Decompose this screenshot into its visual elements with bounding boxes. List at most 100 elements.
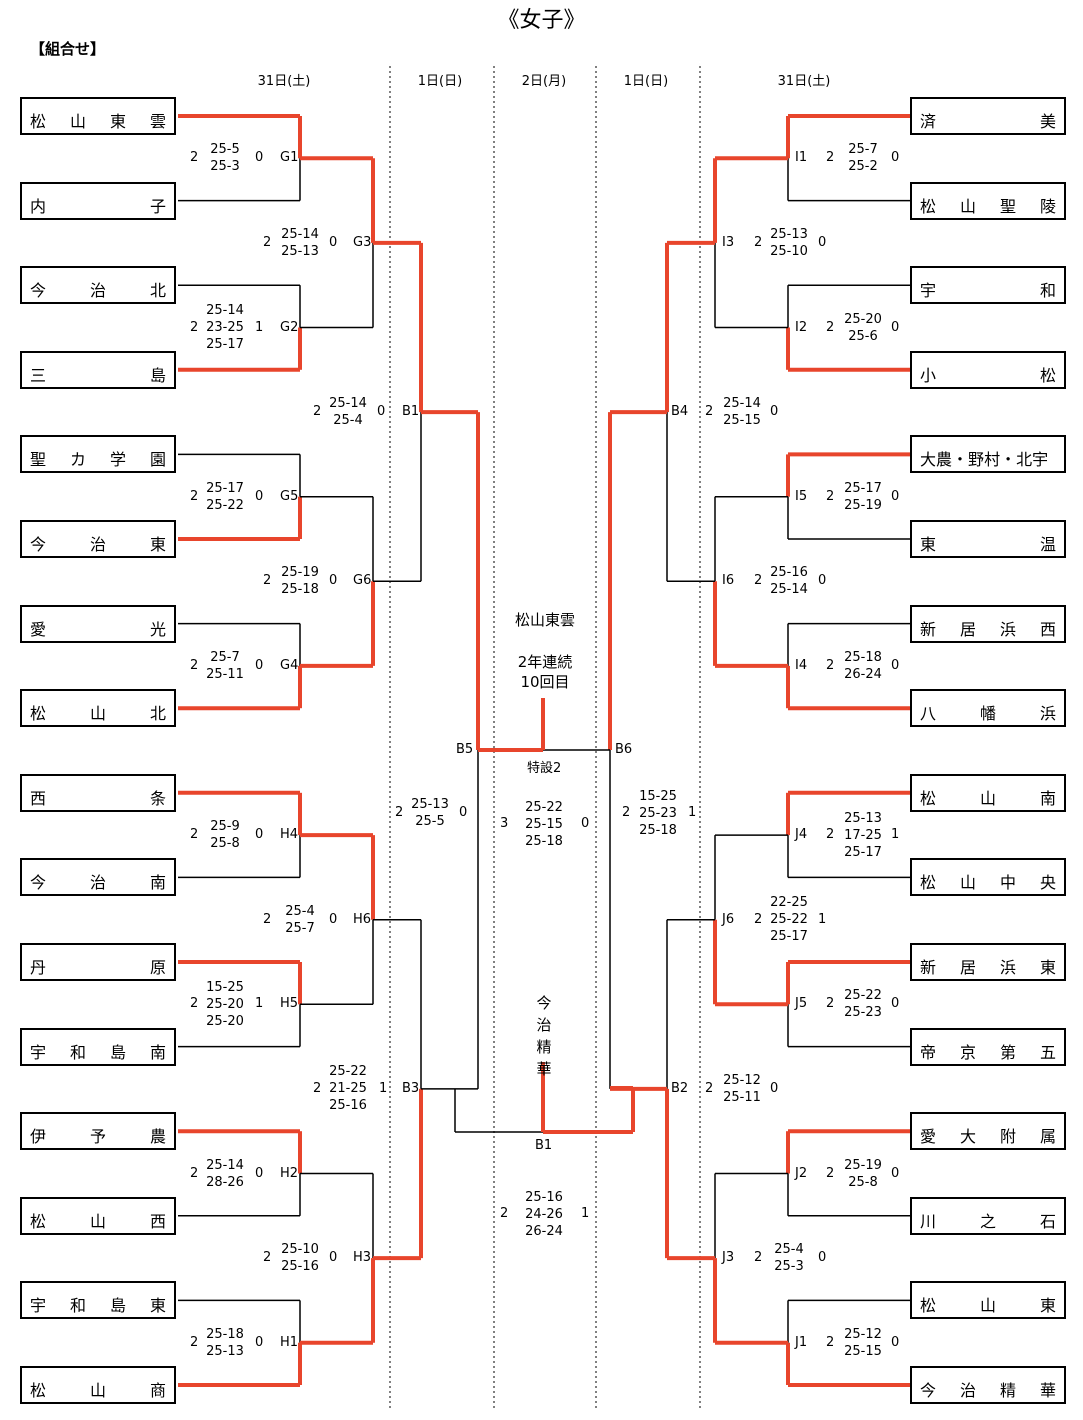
score-B6-winner-sets: 2 bbox=[622, 805, 631, 820]
team-name: 松山西 bbox=[30, 1211, 166, 1231]
score-J1-winner-sets: 2 bbox=[826, 1334, 835, 1350]
score-H1-loser-sets: 0 bbox=[255, 1334, 264, 1350]
team-name: 松山北 bbox=[30, 704, 166, 724]
runner-up-label: 今治精華 bbox=[536, 994, 552, 1078]
score-J1-loser-sets: 0 bbox=[891, 1334, 900, 1350]
score-H2-winner-sets: 2 bbox=[190, 1165, 199, 1181]
team-name: 伊予農 bbox=[30, 1127, 166, 1147]
score-J2-winner-sets: 2 bbox=[826, 1165, 835, 1181]
score-J6-winner-sets: 2 bbox=[754, 911, 763, 927]
section-label: 【組合せ】 bbox=[30, 40, 106, 58]
team-name: 今治南 bbox=[30, 873, 166, 893]
score-B1-left-winner-sets: 2 bbox=[313, 404, 322, 420]
match-code-H4: H4 bbox=[280, 827, 299, 843]
team-name: 小松 bbox=[920, 365, 1056, 385]
team-name: 三島 bbox=[30, 365, 166, 385]
team-right-16: 今治精華 bbox=[910, 1366, 1066, 1404]
match-code-H2: H2 bbox=[280, 1165, 299, 1181]
score-H4-loser-sets: 0 bbox=[255, 827, 264, 843]
score-B4-loser-sets: 0 bbox=[770, 404, 779, 420]
score-G2-winner-sets: 2 bbox=[190, 319, 199, 335]
team-left-11: 丹原 bbox=[20, 943, 176, 981]
team-name: 内子 bbox=[30, 196, 166, 216]
score-G3-loser-sets: 0 bbox=[329, 234, 338, 250]
team-right-4: 小松 bbox=[910, 350, 1066, 389]
team-name: 松山南 bbox=[920, 788, 1056, 808]
score-I5-winner-sets: 2 bbox=[826, 488, 835, 504]
day-header-left-1: 1日(日) bbox=[417, 74, 463, 89]
page-title: 《女子》 bbox=[497, 8, 586, 33]
match-code-B5: B5 bbox=[456, 742, 474, 757]
team-left-6: 今治東 bbox=[20, 520, 176, 558]
team-right-12: 帝京第五 bbox=[910, 1027, 1066, 1066]
score-I3-winner-sets: 2 bbox=[754, 234, 763, 250]
match-code-G1: G1 bbox=[280, 150, 299, 166]
team-name: 帝京第五 bbox=[920, 1042, 1056, 1062]
team-name: 八幡浜 bbox=[920, 704, 1056, 724]
match-code-J2: J2 bbox=[795, 1165, 808, 1181]
score-H5-loser-sets: 1 bbox=[255, 996, 264, 1012]
score-third-winner-sets: 2 bbox=[500, 1206, 509, 1221]
team-right-6: 東温 bbox=[910, 520, 1066, 558]
score-H2-loser-sets: 0 bbox=[255, 1165, 264, 1181]
team-name: 大農・野村・北宇 bbox=[920, 450, 1049, 470]
score-B2-winner-sets: 2 bbox=[705, 1080, 714, 1096]
team-left-16: 松山商 bbox=[20, 1366, 176, 1404]
match-code-H1: H1 bbox=[280, 1334, 299, 1350]
match-code-B4: B4 bbox=[671, 404, 689, 420]
match-code-G2: G2 bbox=[280, 319, 299, 335]
team-right-3: 宇和 bbox=[910, 266, 1066, 305]
score-G6-loser-sets: 0 bbox=[329, 573, 338, 589]
score-I6-loser-sets: 0 bbox=[818, 573, 827, 589]
score-G2-loser-sets: 1 bbox=[255, 319, 264, 335]
team-name: 松山東 bbox=[920, 1296, 1056, 1316]
day-header-left-31: 31日(土) bbox=[257, 74, 311, 89]
score-final-winner-sets: 3 bbox=[500, 816, 509, 831]
team-right-9: 松山南 bbox=[910, 773, 1066, 812]
team-name: 今治北 bbox=[30, 281, 166, 301]
team-left-4: 三島 bbox=[20, 350, 176, 389]
score-I1-winner-sets: 2 bbox=[826, 150, 835, 166]
match-code-J1: J1 bbox=[795, 1334, 808, 1350]
match-code-H6: H6 bbox=[353, 911, 372, 927]
score-B3-winner-sets: 2 bbox=[313, 1080, 322, 1096]
score-J6-loser-sets: 1 bbox=[818, 911, 827, 927]
day-header-right-31: 31日(土) bbox=[777, 74, 831, 89]
team-name: 西条 bbox=[30, 788, 166, 808]
team-left-15: 宇和島東 bbox=[20, 1281, 176, 1320]
score-I1-loser-sets: 0 bbox=[891, 150, 900, 166]
match-code-final: 特設2 bbox=[527, 761, 562, 776]
score-H3-loser-sets: 0 bbox=[329, 1250, 338, 1266]
score-I5-loser-sets: 0 bbox=[891, 488, 900, 504]
team-name: 新居浜東 bbox=[920, 958, 1056, 977]
score-G4-loser-sets: 0 bbox=[255, 657, 264, 673]
match-code-H3: H3 bbox=[353, 1250, 372, 1266]
team-right-13: 愛大附属 bbox=[910, 1112, 1066, 1151]
team-name: 新居浜西 bbox=[920, 619, 1056, 639]
score-J5-winner-sets: 2 bbox=[826, 996, 835, 1012]
score-J4-loser-sets: 1 bbox=[891, 827, 900, 843]
score-G3-winner-sets: 2 bbox=[263, 234, 272, 250]
team-right-15: 松山東 bbox=[910, 1281, 1066, 1320]
score-G5-loser-sets: 0 bbox=[255, 488, 264, 504]
team-right-1: 済美 bbox=[910, 97, 1066, 135]
score-J2-loser-sets: 0 bbox=[891, 1165, 900, 1181]
team-name: 今治東 bbox=[30, 535, 166, 554]
